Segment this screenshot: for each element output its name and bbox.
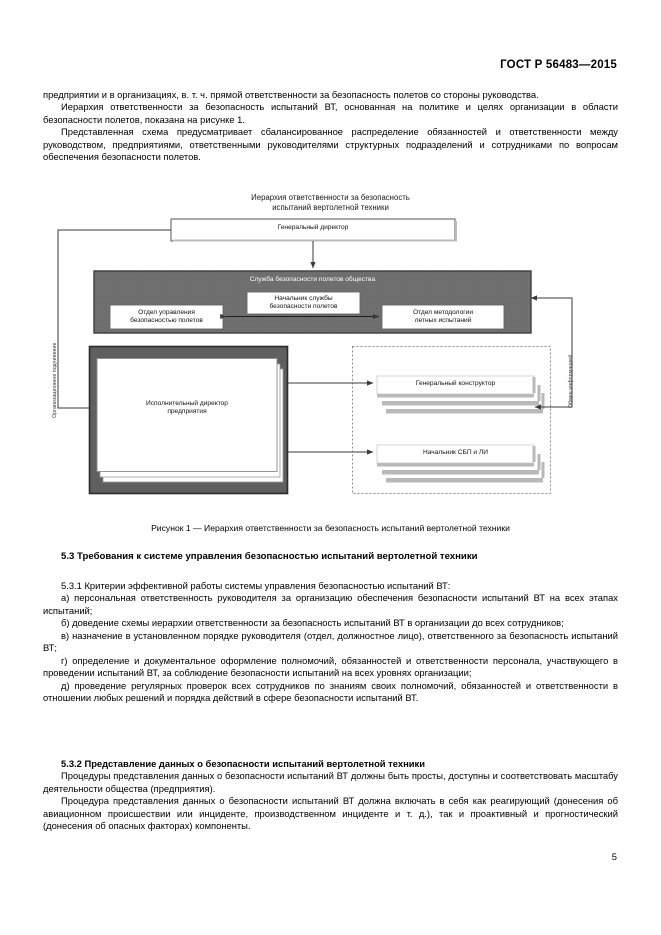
page-number: 5 (611, 851, 617, 862)
general-director-box (170, 218, 456, 242)
para-5-3-1: 5.3.1 Критерии эффективной работы систем… (61, 580, 451, 591)
section-5-3-2-body: 5.3.2 Представление данных о безопасност… (43, 758, 618, 833)
executive-director-plate-1 (96, 358, 278, 472)
general-director-box-shadow-right (455, 221, 457, 242)
left-subordination-connector (57, 229, 171, 409)
section-5-3-title: 5.3 Требования к системе управления безо… (61, 551, 478, 562)
intro-text-block: предприятии и в организациях, в. т. ч. п… (43, 89, 618, 164)
intro-paragraph-2: Иерархия ответственности за безопасность… (43, 101, 618, 125)
general-constructor-bar-2 (382, 401, 539, 406)
right-axis-label: Обмен информацией (568, 354, 574, 408)
dept-management-box (109, 304, 224, 330)
sbp-head-bar-2 (382, 470, 539, 475)
para-5-3-2-b: Процедура представления данных о безопас… (43, 795, 618, 832)
hierarchy-diagram (57, 218, 573, 495)
intro-paragraph-1: предприятии и в организациях, в. т. ч. п… (43, 89, 539, 100)
sbp-head-bar-3 (386, 478, 543, 483)
list-item-g: г) определение и документальное оформлен… (43, 654, 618, 679)
para-5-3-2-a: Процедуры представления данных о безопас… (43, 770, 618, 794)
section-5-3-2-title: 5.3.2 Представление данных о безопасност… (61, 758, 425, 769)
figure-title-line-1: Иерархия ответственности за безопасность (251, 193, 410, 202)
dept-methodology-box (381, 304, 505, 330)
list-item-v: в) назначение в установленном порядке ру… (43, 629, 618, 654)
general-constructor-bar-1 (377, 393, 534, 398)
figure-title-line-2: испытаний вертолетной техники (272, 202, 389, 212)
list-item-a: а) персональная ответственность руководи… (43, 592, 618, 616)
figure-caption: Рисунок 1 — Иерархия ответственности за … (151, 523, 510, 533)
intro-paragraph-3: Представленная схема предусматривает сба… (43, 126, 618, 163)
general-constructor-bar-3 (386, 409, 543, 414)
list-item-d: д) проведение регулярных проверок всех с… (43, 679, 618, 704)
left-axis-label: Организационное подчинение (52, 342, 58, 418)
general-constructor-box (376, 375, 535, 395)
right-information-connector (534, 297, 573, 408)
section-5-3-body: 5.3.1 Критерии эффективной работы систем… (43, 580, 618, 705)
sbp-head-bar-1 (377, 462, 534, 467)
figure-title: Иерархия ответственности за безопасность… (0, 193, 661, 213)
sbp-head-box (376, 444, 535, 464)
standard-number-header: ГОСТ Р 56483—2015 (500, 59, 617, 71)
figure-1: Иерархия ответственности за безопасность… (0, 193, 661, 518)
service-head-box (246, 291, 361, 315)
right-group-dashed-frame (352, 346, 551, 494)
general-director-box-shadow (173, 239, 457, 242)
list-item-b: б) доведение схемы иерархии ответственно… (61, 617, 564, 629)
